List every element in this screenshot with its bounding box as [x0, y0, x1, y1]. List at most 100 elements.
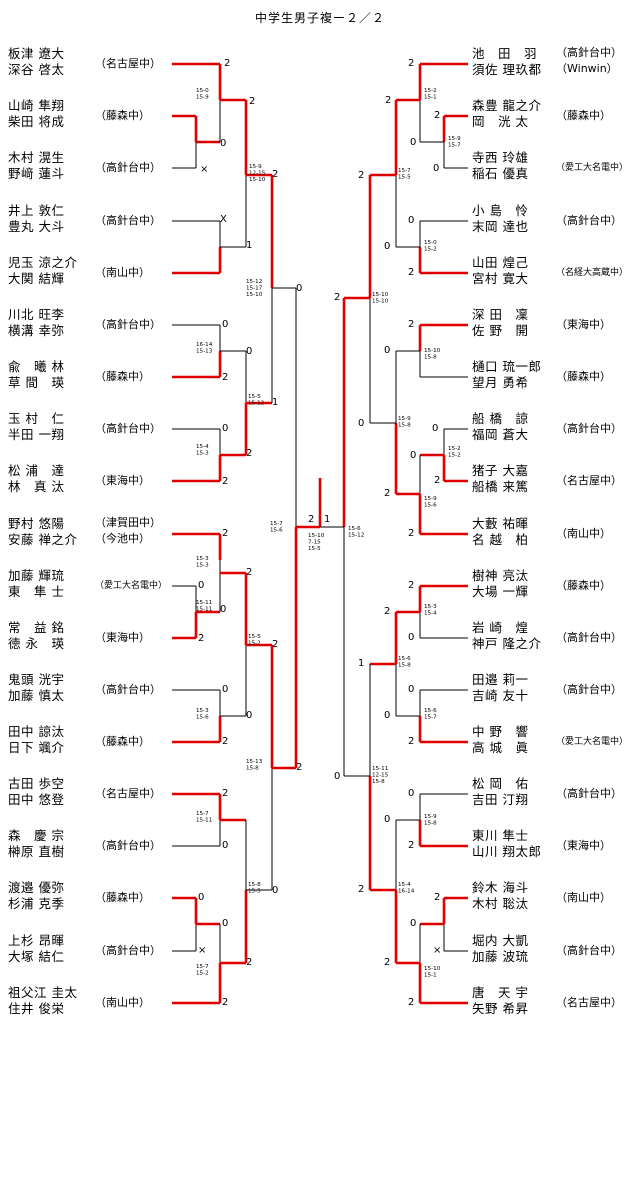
left-team-0-player1: 板津 遼大 [8, 46, 65, 61]
left-team-11-player2: 徳 永 瑛 [8, 636, 65, 651]
match-score-10: 0 [246, 346, 252, 357]
left-team-15-school: （高針台中） [95, 839, 161, 852]
right-team-10-school: （藤森中） [556, 579, 611, 592]
right-team-18-school: （名古屋中） [556, 996, 622, 1009]
match-score-63: 2 [408, 319, 414, 330]
match-score-67: 2 [434, 475, 440, 486]
match-score-39: × [198, 945, 206, 956]
right-team-7-player2: 福岡 蒼大 [472, 427, 529, 442]
left-team-18-player2: 住井 俊栄 [8, 1001, 65, 1016]
match-score-73: 0 [358, 418, 364, 429]
right-team-9-player2: 名 越 柏 [472, 532, 529, 547]
right-team-12-school: （高針台中） [556, 683, 622, 696]
match-score-88: 0 [384, 814, 390, 825]
left-team-3-school: （高針台中） [95, 214, 161, 227]
right-team-16-player1: 鈴木 海斗 [472, 880, 529, 895]
match-score-97: 2 [358, 884, 364, 895]
left-team-7-school: （高針台中） [95, 422, 161, 435]
left-team-13-school: （藤森中） [95, 735, 150, 748]
left-team-1-player1: 山崎 隼翔 [8, 98, 65, 113]
match-score-32: 2 [272, 639, 278, 650]
match-score-22: 0 [198, 580, 204, 591]
match-score-40: 2 [222, 997, 228, 1008]
left-team-6-player1: 兪 曦 林 [8, 359, 65, 374]
match-score-37: 0 [198, 892, 204, 903]
match-score-81: 0 [408, 684, 414, 695]
match-score-64: 0 [384, 345, 390, 356]
left-team-8-player2: 林 真 汰 [8, 479, 65, 494]
left-team-3-player2: 豊丸 大斗 [8, 219, 65, 234]
match-score-21: 2 [222, 528, 228, 539]
left-team-9-school-2: （今池中） [95, 532, 150, 545]
left-team-6-school: （藤森中） [95, 370, 150, 383]
left-team-12-school: （高針台中） [95, 683, 161, 696]
right-team-17-player2: 加藤 波琉 [472, 949, 529, 964]
match-score-94: 2 [408, 997, 414, 1008]
right-team-6-player1: 樋口 琉一郎 [472, 359, 542, 374]
left-team-12-player1: 鬼頭 洸宇 [8, 672, 65, 687]
left-team-11-player1: 常 益 銘 [8, 620, 65, 635]
right-team-13-school: （愛工大名電中） [556, 737, 629, 747]
match-score-15: 2 [222, 476, 228, 487]
left-team-7-player1: 玉 村 仁 [8, 411, 65, 426]
match-score-69: 2 [408, 528, 414, 539]
left-team-8-school: （東海中） [95, 474, 150, 487]
right-team-14-school: （高針台中） [556, 787, 622, 800]
match-score-23: 2 [198, 633, 204, 644]
right-team-10-player2: 大場 一輝 [472, 584, 529, 599]
left-team-17-player2: 大塚 結仁 [8, 949, 65, 964]
right-team-10-player1: 樹神 亮汰 [472, 568, 529, 583]
match-score-83: 2 [408, 736, 414, 747]
left-team-13-player2: 日下 颯介 [8, 740, 65, 755]
right-team-18-player1: 唐 天 宇 [472, 985, 529, 1000]
match-score-7: 2 [272, 169, 278, 180]
right-team-0-player2: 須佐 理玖都 [472, 62, 542, 77]
right-team-11-player2: 神戸 隆之介 [472, 636, 542, 651]
match-score-57: 0 [408, 215, 414, 226]
match-score-99: 0 [334, 771, 340, 782]
left-team-1-player2: 柴田 将成 [8, 114, 65, 129]
left-team-7-player2: 半田 一翔 [8, 427, 65, 442]
left-team-15-player1: 森 慶 宗 [8, 828, 65, 843]
right-team-8-school: （名古屋中） [556, 474, 622, 487]
match-score-87: 0 [408, 788, 414, 799]
match-score-79: 0 [408, 632, 414, 643]
left-team-16-school: （藤森中） [95, 891, 150, 904]
match-score-5: X [220, 214, 227, 225]
left-team-14-player2: 田中 悠登 [8, 792, 65, 807]
right-team-15-player1: 東川 隼士 [472, 828, 529, 843]
left-team-14-school: （名古屋中） [95, 787, 161, 800]
match-score-11: 2 [222, 372, 228, 383]
left-team-18-school: （南山中） [95, 996, 150, 1009]
left-team-8-player1: 松 浦 達 [8, 463, 65, 478]
match-score-3: 2 [249, 96, 255, 107]
left-team-4-school: （南山中） [95, 266, 150, 279]
right-team-15-player2: 山川 翔太郎 [472, 844, 542, 859]
left-team-9-school: （津賀田中） [95, 516, 161, 529]
right-team-12-player2: 吉崎 友十 [472, 688, 529, 703]
right-team-1-player2: 岡 洸 太 [472, 114, 529, 129]
right-team-5-player2: 佐 野 開 [472, 323, 529, 338]
right-team-7-player1: 船 橋 諒 [472, 411, 529, 426]
match-score-24: 0 [220, 604, 226, 615]
match-score-17: 1 [272, 397, 278, 408]
